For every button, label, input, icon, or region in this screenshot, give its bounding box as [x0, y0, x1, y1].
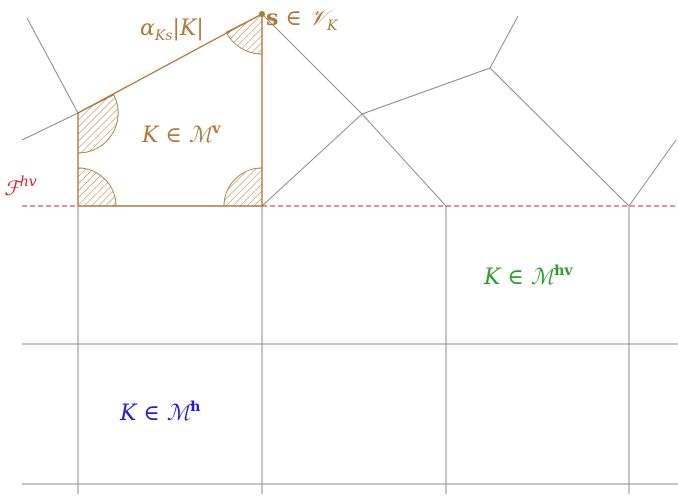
angle-wedge-bottom-right — [223, 167, 263, 207]
interface-label: ℱhv — [4, 174, 37, 200]
angle-wedge-top-left — [77, 94, 119, 154]
vertex-dot — [259, 11, 265, 17]
angle-wedge-top-right — [225, 13, 263, 55]
polygon-edge — [628, 139, 677, 207]
polygon-edge — [489, 15, 519, 69]
cell-h-label: K ∈ ℳh — [119, 399, 200, 426]
polygon-edge — [361, 67, 491, 115]
rectangular-mesh — [22, 206, 678, 494]
polygon-edge — [261, 13, 363, 115]
area-formula-label: αKs|K| — [140, 16, 204, 44]
highlighted-cell — [77, 12, 263, 207]
angle-wedges — [77, 13, 263, 207]
cell-v-label: K ∈ ℳv — [141, 121, 221, 148]
polygon-edge — [361, 113, 447, 207]
cell-hv-label: K ∈ ℳhv — [483, 263, 573, 290]
polygon-edge — [26, 17, 79, 114]
vertex-label: s ∈ 𝒱K — [266, 5, 339, 34]
polygon-edge — [21, 112, 79, 141]
polygon-edge — [489, 67, 630, 207]
polygonal-mesh — [21, 13, 677, 207]
polygon-edge — [261, 113, 363, 207]
angle-wedge-bottom-left — [77, 167, 117, 207]
